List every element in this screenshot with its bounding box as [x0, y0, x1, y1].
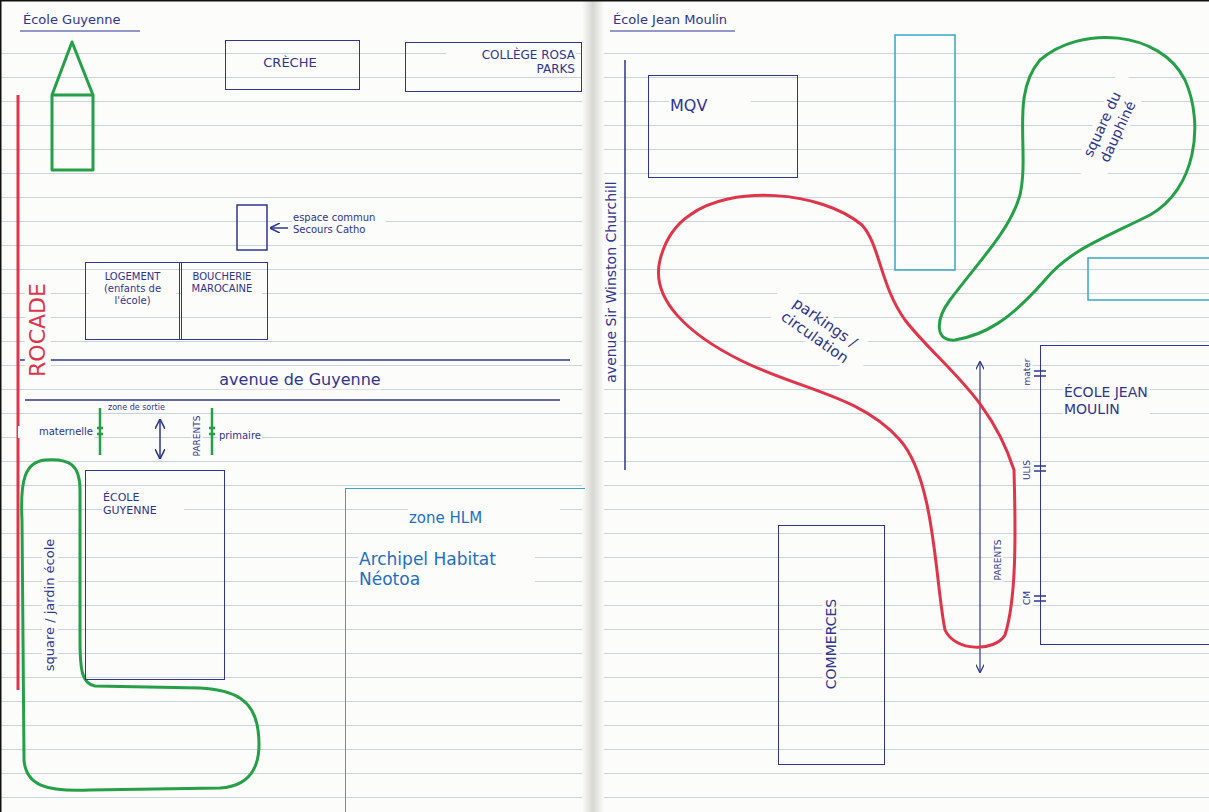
page-heading: École Jean Moulin	[612, 12, 728, 28]
building-box: COLLÈGE ROSA PARKS	[405, 42, 582, 92]
node-text: LOGEMENT (enfants de l'école)	[89, 271, 176, 307]
double-arrow	[159, 420, 161, 458]
entrance-label: maternelle	[18, 426, 94, 438]
node-text: square du dauphiné	[1072, 72, 1148, 183]
blob-outline	[650, 185, 1020, 655]
title-underline	[610, 31, 735, 32]
node-text: BOUCHERIE MAROCAINE	[182, 271, 262, 295]
ruled-lines	[600, 30, 1209, 812]
gate-mark	[209, 408, 215, 455]
building-box: CRÈCHE	[225, 40, 360, 90]
page-heading: École Guyenne	[22, 12, 122, 28]
school-box: ÉCOLE JEAN MOULIN	[1040, 345, 1209, 645]
shops-box: COMMERCES	[778, 525, 885, 765]
ruled-lines	[0, 30, 585, 812]
road-name: avenue de Guyenne	[218, 370, 381, 389]
parents-path	[979, 362, 980, 672]
entrance-label: ULIS	[1022, 459, 1033, 481]
node-text: ÉCOLE GUYENNE	[102, 491, 184, 517]
entrance-label: CM	[1022, 590, 1033, 606]
entrance-label: PARENTS	[192, 415, 203, 458]
node-text: CRÈCHE	[226, 55, 354, 71]
building-outline	[895, 35, 955, 270]
road-name: avenue Sir Winston Churchill	[603, 180, 620, 383]
road-edge	[25, 399, 560, 401]
node-text: parkings / circulation	[764, 283, 876, 377]
entrance-label: mater	[1022, 357, 1033, 386]
rocade-road	[17, 95, 20, 690]
blob-outline	[930, 28, 1200, 348]
node-text: MQV	[669, 96, 751, 115]
building-box: BOUCHERIE MAROCAINE	[179, 262, 268, 340]
leader-arrow	[271, 227, 288, 229]
building-outline	[1088, 258, 1209, 300]
blob-outline-path	[22, 460, 259, 791]
green-space: square du dauphiné	[930, 28, 1200, 348]
housing-zone: zone HLM Archipel Habitat Néotoa	[345, 488, 585, 812]
gate-mark	[97, 408, 103, 455]
node-text: COMMERCES	[823, 598, 840, 690]
notebook-gutter	[582, 0, 604, 812]
blob-outline-path	[939, 37, 1195, 340]
entrance-label: PARENTS	[993, 539, 1004, 582]
building-box: LOGEMENT (enfants de l'école)	[85, 262, 182, 340]
node-text: Archipel Habitat Néotoa	[358, 549, 535, 590]
title-underline	[20, 31, 140, 32]
node-text: zone HLM	[408, 509, 560, 527]
house-symbol	[52, 42, 93, 170]
node-text: square / jardin école	[42, 538, 58, 673]
node-text: COLLÈGE ROSA PARKS	[446, 48, 576, 77]
building-box: MQV	[648, 75, 798, 178]
road-edge	[20, 359, 570, 361]
road-name: ROCADE	[25, 282, 51, 378]
entrance-label: zone de sortie	[107, 403, 166, 413]
small-building	[237, 205, 267, 250]
entrance-label: primaire	[218, 430, 262, 442]
callout-note: espace commun Secours Catho	[292, 212, 386, 236]
blob-outline-path	[658, 195, 1015, 647]
road-edge	[624, 60, 626, 470]
parking-zone: parkings / circulation	[650, 185, 1020, 655]
school-box: ÉCOLE GUYENNE	[85, 470, 225, 680]
node-text: ÉCOLE JEAN MOULIN	[1063, 384, 1150, 418]
